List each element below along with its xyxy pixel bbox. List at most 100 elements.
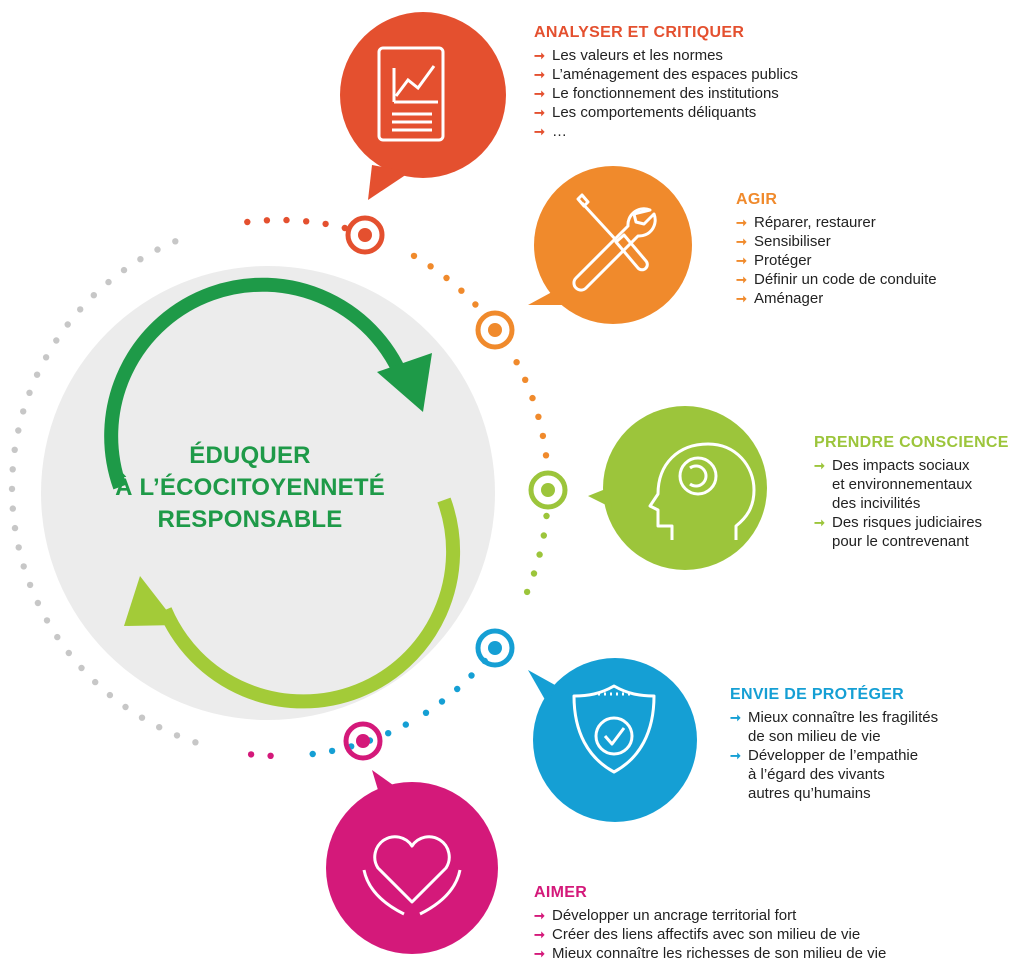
prendre-title: PRENDRE CONSCIENCE bbox=[814, 434, 1009, 451]
arrow-icon: ➞ bbox=[534, 908, 545, 923]
ring-envie bbox=[475, 628, 515, 668]
arc-dot bbox=[154, 246, 161, 253]
aimer-title: AIMER bbox=[534, 884, 588, 901]
head-mind-icon bbox=[648, 442, 756, 540]
arc-dot bbox=[543, 512, 550, 520]
arrow-icon: ➞ bbox=[736, 234, 747, 249]
arc-dot bbox=[9, 466, 16, 473]
list-item: ➞Les comportements déliquants bbox=[534, 104, 757, 121]
list-item: ➞Sensibiliser bbox=[736, 233, 831, 250]
arc-dot bbox=[458, 287, 465, 294]
analyser-bubble bbox=[340, 12, 506, 200]
arc-dot bbox=[11, 524, 19, 532]
arc-dot bbox=[138, 714, 146, 721]
center-title-line-1: ÉDUQUER bbox=[189, 442, 311, 469]
agir-bubble bbox=[528, 166, 692, 324]
arc-dot bbox=[26, 581, 34, 589]
list-item: ➞Créer des liens affectifs avec son mili… bbox=[534, 926, 861, 943]
cycle-arrows-icon bbox=[104, 277, 461, 709]
arc-dot bbox=[120, 266, 128, 274]
list-item: ➞Définir un code de conduite bbox=[736, 271, 937, 288]
arc-dot bbox=[65, 649, 73, 657]
arrow-icon: ➞ bbox=[534, 105, 545, 120]
list-item: ➞Développer de l’empathie à l’égard des … bbox=[730, 747, 919, 802]
arrow-icon: ➞ bbox=[534, 927, 545, 942]
center-title-line-2: À L’ÉCOCITOYENNETÉ bbox=[115, 474, 385, 501]
arc-dot bbox=[454, 685, 461, 693]
arc-dot bbox=[90, 292, 98, 299]
shield-check-icon bbox=[572, 684, 656, 774]
arc-dot bbox=[106, 691, 114, 699]
arc-dot bbox=[468, 672, 475, 679]
arrow-icon: ➞ bbox=[814, 515, 825, 530]
prendre-text-block: PRENDRE CONSCIENCE ➞Des impacts sociaux … bbox=[814, 434, 1014, 551]
envie-text-block: ENVIE DE PROTÉGER ➞Mieux connaître les f… bbox=[730, 686, 938, 803]
list-item: ➞… bbox=[534, 123, 567, 140]
envie-bubble bbox=[528, 658, 697, 822]
arc-dot bbox=[122, 703, 129, 711]
arc-dot bbox=[20, 563, 27, 570]
arc-dot bbox=[410, 252, 418, 260]
analyser-title: ANALYSER ET CRITIQUER bbox=[534, 24, 745, 41]
arrow-icon: ➞ bbox=[534, 48, 545, 63]
arc-dot bbox=[156, 724, 163, 731]
arc-dot bbox=[43, 617, 51, 624]
arc-dot bbox=[322, 220, 329, 228]
arc-dot bbox=[542, 452, 550, 459]
prendre-bubble bbox=[588, 406, 767, 570]
arc-dot bbox=[539, 432, 547, 440]
list-item: ➞Le fonctionnement des institutions bbox=[534, 85, 779, 102]
agir-text-block: AGIR ➞Réparer, restaurer ➞Sensibiliser ➞… bbox=[736, 191, 937, 308]
envie-list: ➞Mieux connaître les fragilités de son m… bbox=[730, 708, 938, 803]
center-title: ÉDUQUER À L’ÉCOCITOYENNETÉ RESPONSABLE bbox=[60, 440, 440, 536]
list-item: ➞Des impacts sociaux et environnementaux… bbox=[814, 457, 973, 512]
arc-dot bbox=[92, 678, 99, 686]
list-item: ➞Mieux connaître les richesses de son mi… bbox=[534, 945, 887, 962]
arc-dot bbox=[522, 376, 529, 383]
arc-dot bbox=[192, 739, 199, 746]
arc-dot bbox=[11, 446, 18, 453]
ring-agir bbox=[475, 310, 515, 350]
arc-dot bbox=[385, 730, 392, 737]
arrow-icon: ➞ bbox=[534, 86, 545, 101]
colored-dotted-arc bbox=[244, 216, 550, 759]
arc-dot bbox=[8, 485, 16, 493]
arrow-icon: ➞ bbox=[736, 272, 747, 287]
arrow-icon: ➞ bbox=[534, 67, 545, 82]
arc-dot bbox=[427, 263, 434, 270]
document-chart-icon bbox=[377, 46, 445, 142]
arc-dot bbox=[34, 599, 42, 607]
arc-dot bbox=[64, 321, 71, 328]
arc-dot bbox=[33, 371, 41, 378]
arc-dot bbox=[438, 698, 446, 705]
aimer-list: ➞Développer un ancrage territorial fort … bbox=[534, 906, 886, 963]
arc-dot bbox=[53, 337, 60, 344]
arrow-icon: ➞ bbox=[534, 946, 545, 961]
tools-icon bbox=[572, 193, 657, 292]
arc-dot bbox=[172, 238, 179, 245]
arc-dot bbox=[309, 750, 316, 758]
arrow-icon: ➞ bbox=[730, 710, 741, 725]
arc-dot bbox=[267, 752, 274, 759]
arrow-icon: ➞ bbox=[736, 215, 747, 230]
arc-dot bbox=[247, 751, 255, 758]
arc-dot bbox=[536, 551, 543, 558]
arc-dot bbox=[42, 354, 50, 361]
arc-dot bbox=[244, 218, 251, 226]
aimer-text-block: AIMER ➞Développer un ancrage territorial… bbox=[534, 884, 886, 963]
arc-dot bbox=[530, 570, 538, 577]
envie-title: ENVIE DE PROTÉGER bbox=[730, 686, 905, 703]
arc-dot bbox=[472, 301, 479, 308]
arc-dot bbox=[137, 256, 144, 263]
heart-hands-icon bbox=[362, 835, 462, 916]
arc-dot bbox=[402, 721, 409, 728]
list-item: ➞Les valeurs et les normes bbox=[534, 47, 723, 64]
ring-analyser bbox=[345, 215, 385, 255]
arc-dot bbox=[20, 408, 27, 415]
arc-dot bbox=[513, 359, 520, 366]
arc-dot bbox=[535, 413, 542, 420]
arc-dot bbox=[523, 588, 531, 596]
arc-dot bbox=[26, 389, 33, 396]
arc-dot bbox=[173, 732, 181, 739]
analyser-text-block: ANALYSER ET CRITIQUER ➞Les valeurs et le… bbox=[534, 24, 798, 141]
